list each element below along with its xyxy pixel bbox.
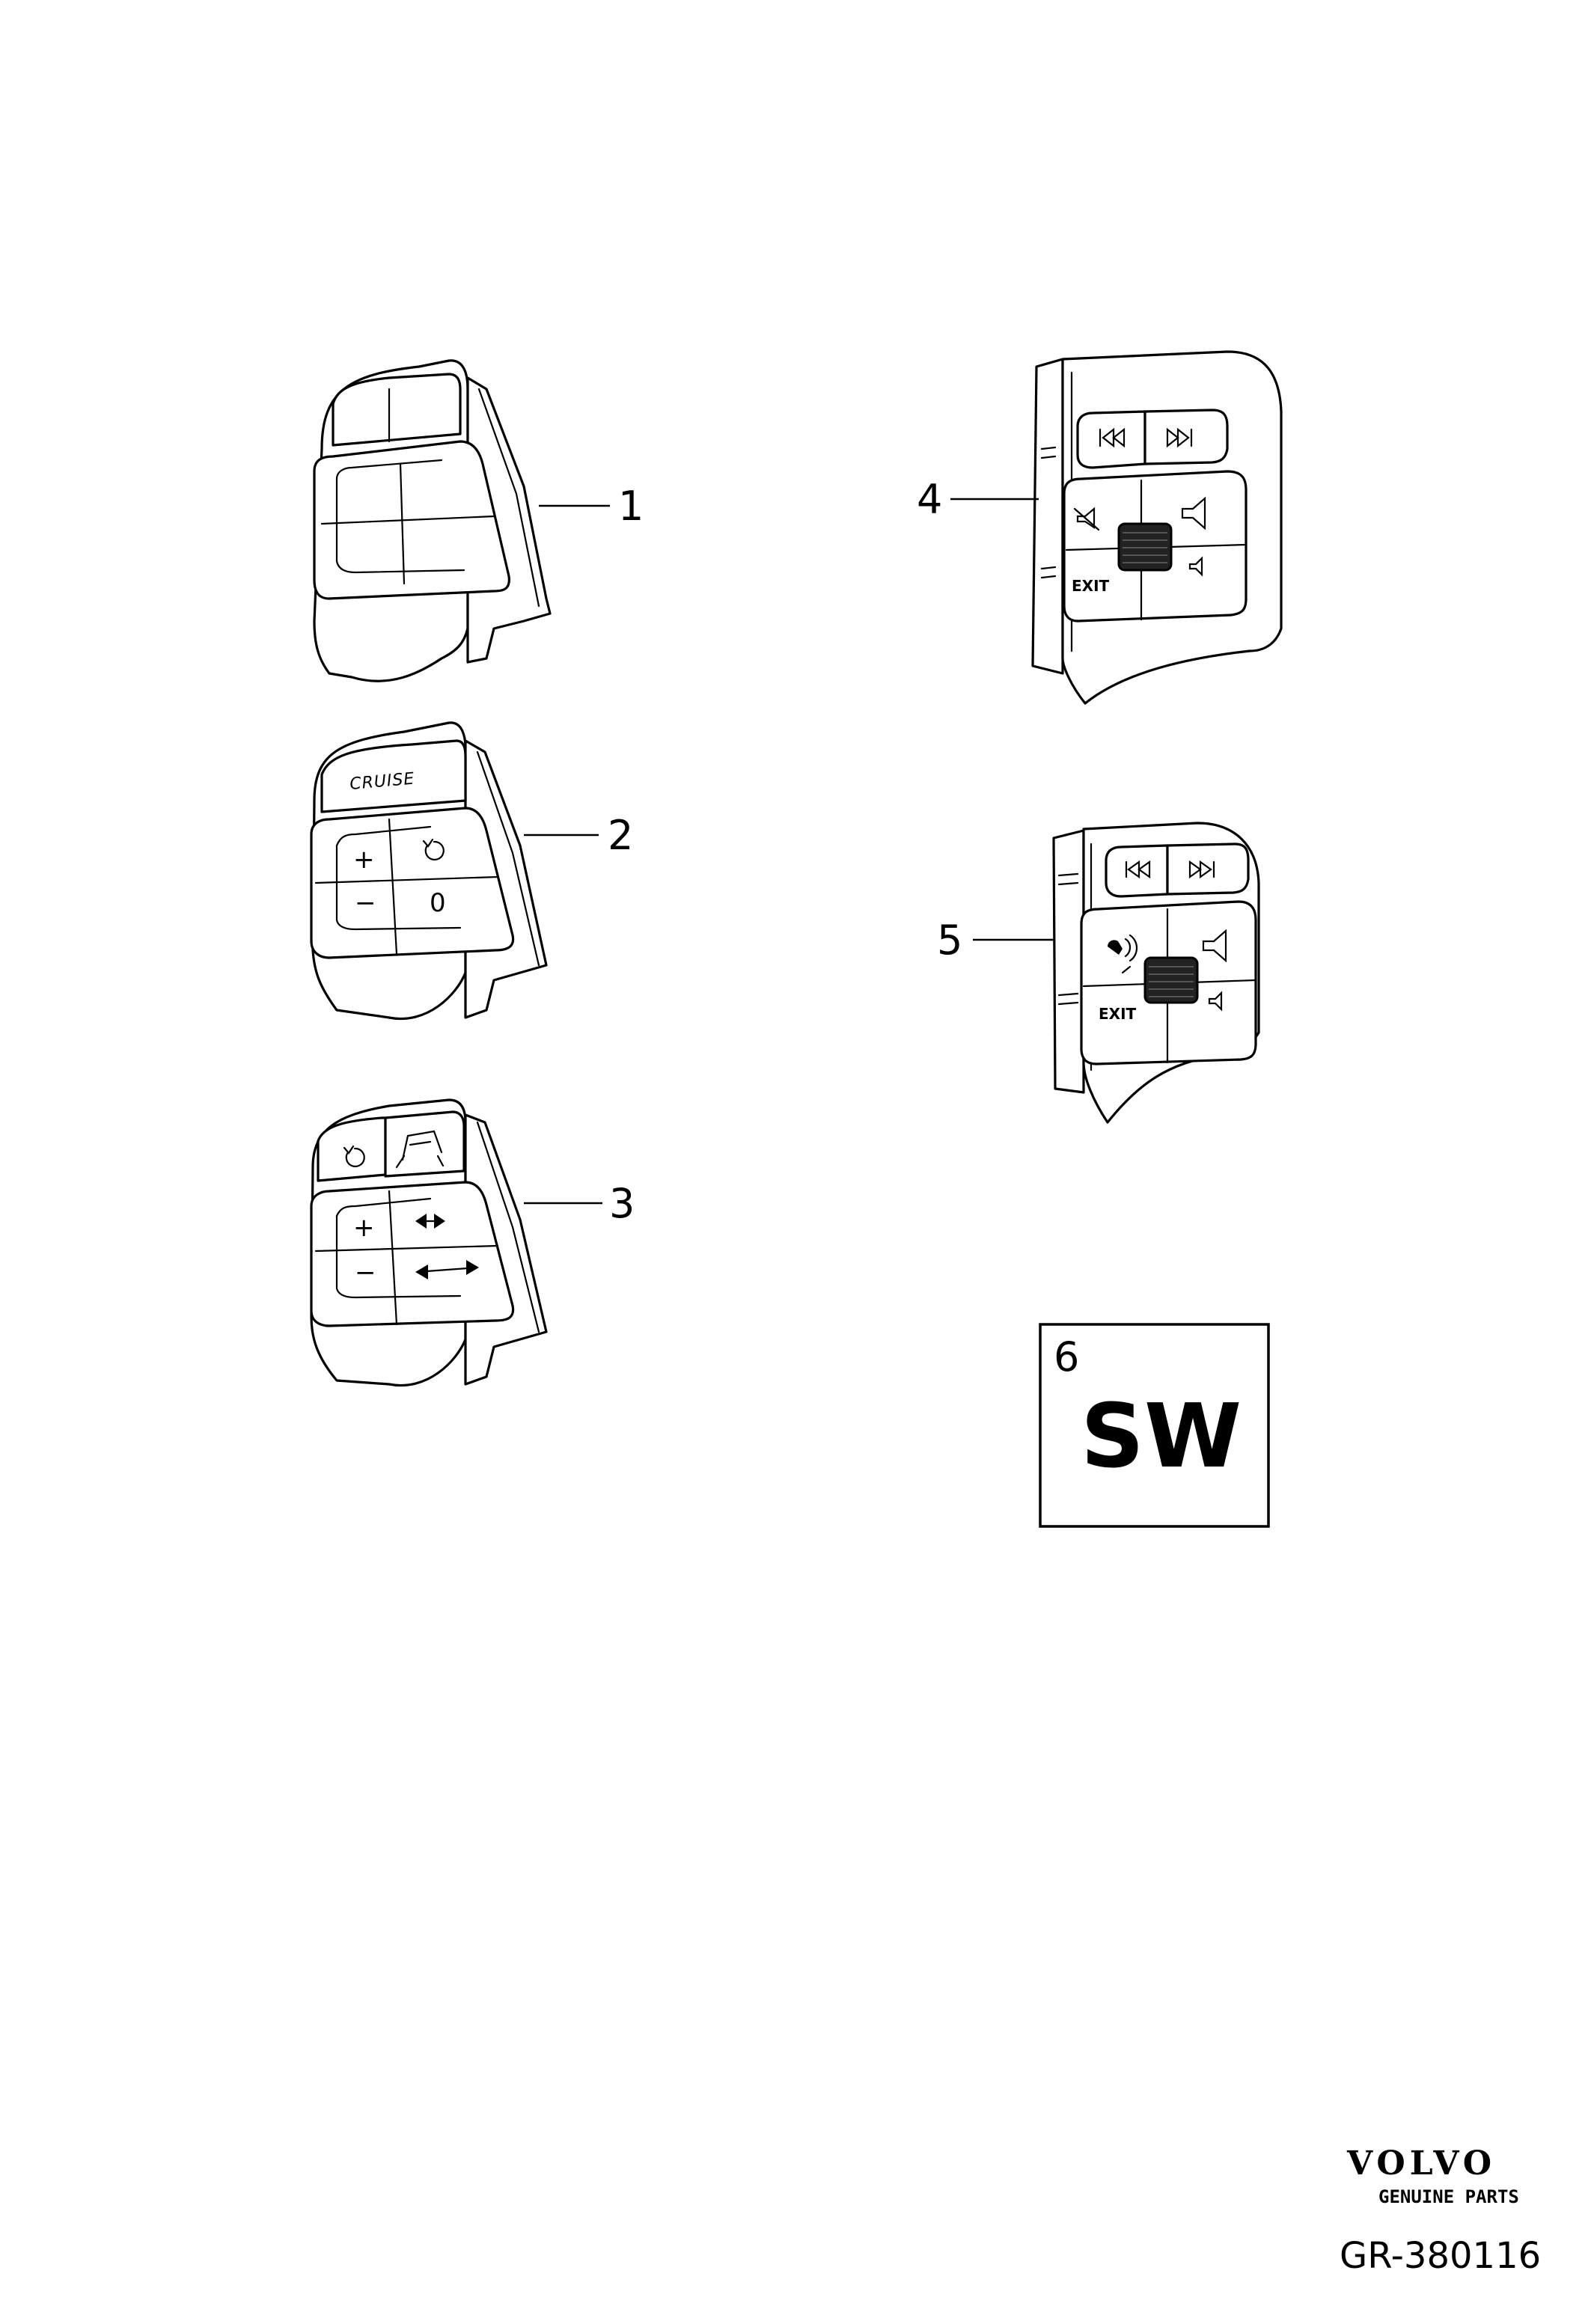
double-arrow-icon <box>415 1260 479 1279</box>
part-1-callout: 1 <box>618 483 644 530</box>
zero-label: 0 <box>430 888 446 918</box>
reference-number: GR-380116 <box>1340 2235 1541 2277</box>
next-track-icon <box>1166 427 1193 448</box>
mute-icon <box>1073 507 1100 531</box>
software-label: SW <box>1081 1384 1242 1487</box>
plus-label: + <box>353 1213 375 1243</box>
part-1-switch-module <box>313 359 552 682</box>
volvo-logo: VOLVO GENUINE PARTS <box>1346 2144 1519 2207</box>
part-4-audio-module: EXIT <box>1031 350 1283 705</box>
volume-down-icon <box>1208 991 1223 1012</box>
restore-icon <box>343 1145 365 1168</box>
part-6-callout: 6 <box>1054 1333 1079 1380</box>
exit-label: EXIT <box>1072 577 1110 595</box>
thumbwheel-icon <box>1143 956 1199 1004</box>
previous-track-icon <box>1099 427 1126 448</box>
plus-label: + <box>353 845 375 875</box>
next-track-icon <box>1188 860 1215 879</box>
thumbwheel-icon <box>1117 522 1173 572</box>
minus-label: − <box>355 888 376 918</box>
brand-name: VOLVO <box>1346 2144 1496 2183</box>
volume-up-icon <box>1202 929 1227 963</box>
part-3-adaptive-cruise-module: + − <box>310 1098 548 1387</box>
restore-icon <box>422 838 445 861</box>
part-3-callout: 3 <box>609 1180 635 1227</box>
voice-control-icon <box>1108 934 1138 974</box>
previous-track-icon <box>1125 860 1151 879</box>
part-6-software-box: 6 SW <box>1039 1323 1270 1528</box>
part-2-callout: 2 <box>608 812 633 859</box>
volume-up-icon <box>1181 496 1206 530</box>
distance-car-icon <box>395 1130 445 1169</box>
exit-label: EXIT <box>1099 1005 1137 1023</box>
part-5-voice-module: EXIT <box>1052 822 1260 1124</box>
part-4-callout: 4 <box>917 476 942 523</box>
double-arrow-icon <box>415 1214 445 1229</box>
volume-down-icon <box>1188 556 1203 577</box>
part-5-callout: 5 <box>937 917 962 964</box>
minus-label: − <box>355 1258 376 1288</box>
part-2-cruise-module: CRUISE + − 0 <box>310 721 548 1021</box>
brand-tagline: GENUINE PARTS <box>1378 2186 1519 2207</box>
